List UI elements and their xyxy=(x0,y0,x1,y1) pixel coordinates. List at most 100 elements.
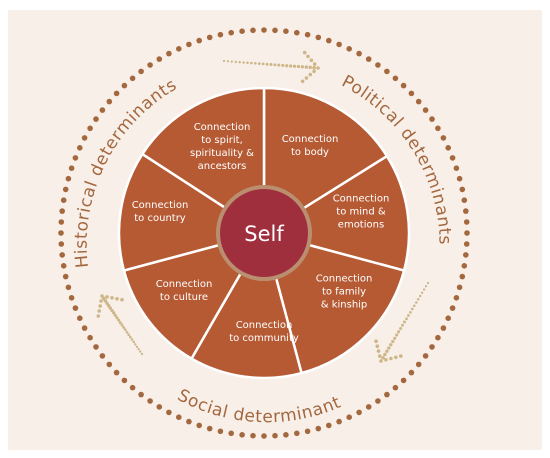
ring-dot xyxy=(392,75,399,82)
ring-dot xyxy=(463,208,469,214)
ring-dot xyxy=(445,145,452,151)
ring-dot xyxy=(60,263,67,269)
ring-dot xyxy=(415,361,422,368)
ring-dot xyxy=(429,344,435,350)
ring-dot xyxy=(87,125,93,132)
direction-arrows xyxy=(96,50,430,363)
ring-dot xyxy=(463,219,470,225)
ring-dot xyxy=(206,34,213,41)
ring-dot xyxy=(463,252,469,258)
ring-dot xyxy=(250,27,256,34)
ring-dot xyxy=(206,425,213,432)
ring-dot xyxy=(445,315,452,322)
ring-dot xyxy=(217,31,224,38)
ring-dot xyxy=(156,56,163,62)
self-center xyxy=(220,189,308,277)
ring-dot xyxy=(166,409,172,416)
ring-dot xyxy=(429,116,435,122)
ring-dot xyxy=(186,41,192,48)
ring-dot xyxy=(356,409,362,416)
ring-dot xyxy=(453,165,460,171)
ring-dot xyxy=(375,62,381,68)
ring-dot xyxy=(304,428,311,435)
ring-dot xyxy=(375,398,381,404)
ring-dot xyxy=(176,414,182,421)
ring-dot xyxy=(356,50,362,57)
ring-dot xyxy=(440,135,447,141)
ring-dot xyxy=(58,219,65,225)
ring-dot xyxy=(365,56,372,62)
ring-dot xyxy=(196,37,202,44)
ring-dot xyxy=(62,186,69,193)
ring-dot xyxy=(121,82,128,89)
ring-dot xyxy=(384,391,390,398)
ring-dot xyxy=(384,68,390,75)
ring-dot xyxy=(196,422,202,429)
ring-dot xyxy=(283,28,289,34)
ring-dot xyxy=(346,46,353,52)
ring-dot xyxy=(463,241,470,247)
ring-dot xyxy=(138,391,144,398)
ring-dot xyxy=(283,432,289,438)
ring-dot xyxy=(294,29,300,36)
ring-dot xyxy=(440,325,447,331)
ring-dot xyxy=(156,404,163,410)
ring-dot xyxy=(250,432,256,439)
ring-dot xyxy=(87,334,93,341)
ring-dot xyxy=(138,68,144,75)
ring-dot xyxy=(449,305,456,311)
ring-dot xyxy=(336,41,342,48)
ring-dot xyxy=(461,263,468,269)
ring-dot xyxy=(121,377,128,384)
ring-dot xyxy=(99,353,106,359)
ring-dot xyxy=(315,425,322,432)
ring-dot xyxy=(68,295,75,301)
ring-dot xyxy=(456,175,463,182)
ring-dot xyxy=(93,344,99,350)
ring-dot xyxy=(272,432,278,439)
ring-dot xyxy=(72,305,79,311)
ring-dot xyxy=(365,404,372,410)
ring-dot xyxy=(228,29,234,36)
ring-dot xyxy=(459,186,466,193)
ring-dot xyxy=(456,284,463,291)
ring-dot xyxy=(147,398,153,404)
ring-dot xyxy=(113,90,120,97)
ring-dot xyxy=(147,62,153,68)
ring-dot xyxy=(129,384,136,391)
ring-dot xyxy=(217,428,224,435)
ring-dot xyxy=(62,273,69,280)
ring-dot xyxy=(68,165,75,171)
ring-dot xyxy=(186,418,192,425)
ring-dot xyxy=(336,418,342,425)
ring-dot xyxy=(77,145,83,151)
ring-dot xyxy=(58,241,65,247)
ring-dot xyxy=(461,197,468,203)
ring-dot xyxy=(464,230,470,236)
connection-segment xyxy=(262,231,406,375)
connection-segment xyxy=(190,231,303,380)
ring-dot xyxy=(415,98,422,105)
ring-dot xyxy=(435,125,441,132)
ring-dot xyxy=(239,28,245,34)
ring-dot xyxy=(326,422,332,429)
ring-dot xyxy=(294,430,300,437)
ring-dot xyxy=(239,432,245,438)
ring-dot xyxy=(422,353,429,359)
ring-dot xyxy=(129,75,136,82)
ring-dot xyxy=(408,369,415,376)
ring-dot xyxy=(99,107,106,113)
ring-dot xyxy=(400,82,407,89)
ring-dot xyxy=(346,414,353,421)
ring-dot xyxy=(77,315,83,322)
ring-dot xyxy=(65,284,72,291)
self-label: Self xyxy=(244,222,284,246)
ring-dot xyxy=(304,31,311,38)
ring-dot xyxy=(65,175,72,182)
ring-dot xyxy=(93,116,99,122)
